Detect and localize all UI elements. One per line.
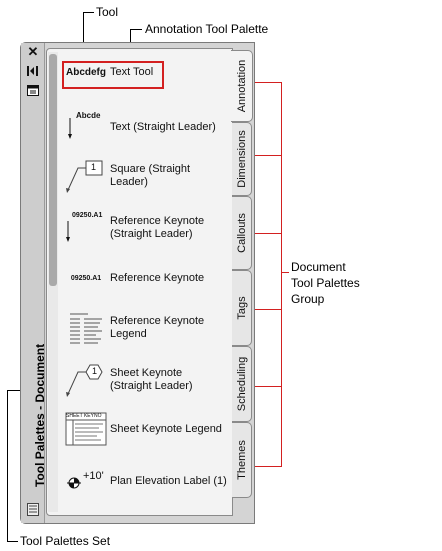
- tool-label: Sheet Keynote (Straight Leader): [110, 367, 193, 392]
- tool-label: Text Tool: [110, 66, 154, 78]
- selected-tool-highlight: [62, 61, 164, 89]
- leader-palette-v: [130, 29, 131, 42]
- close-icon[interactable]: ✕: [27, 44, 39, 59]
- tab-scheduling-label: Scheduling: [235, 356, 248, 412]
- tab-annotation[interactable]: Annotation: [231, 50, 253, 122]
- keynote-legend-icon: [64, 311, 108, 345]
- tool-label: Reference Keynote Legend: [110, 315, 205, 340]
- tool-text[interactable]: Abcdefg Text Tool: [64, 66, 153, 79]
- auto-hide-icon[interactable]: [25, 64, 41, 78]
- sheet-keynote-legend-icon: SHEET KEYNO: [64, 412, 108, 446]
- group-bracket-t2: [253, 233, 282, 234]
- tool-label: Sheet Keynote Legend: [110, 422, 222, 435]
- tab-themes[interactable]: Themes: [232, 422, 252, 498]
- callout-group: Document Tool Palettes Group: [291, 260, 360, 306]
- tab-tags[interactable]: Tags: [232, 270, 252, 346]
- callout-tool: Tool: [96, 5, 119, 19]
- leader-palette-h: [130, 29, 142, 30]
- group-bracket-t3: [253, 309, 282, 310]
- leader-set-v: [7, 390, 8, 541]
- group-bracket-bottom: [255, 466, 282, 467]
- elevation-label-sample: +10': [83, 470, 104, 482]
- tool-reference-keynote-legend[interactable]: Reference Keynote Legend: [64, 311, 204, 345]
- hexagon-leader-sample: 1: [92, 366, 98, 376]
- group-bracket-t4: [253, 386, 282, 387]
- palette-title: Tool Palettes - Document: [33, 343, 47, 487]
- callout-annotation-palette: Annotation Tool Palette: [145, 22, 269, 36]
- hexagon-leader-icon: 1: [64, 363, 108, 397]
- sheet-keynote-legend-sample: SHEET KEYNO: [66, 413, 102, 419]
- tool-reference-keynote-leader[interactable]: 09250.A1 Reference Keynote (Straight Lea…: [64, 211, 204, 245]
- tool-label: Square (Straight Leader): [110, 163, 191, 188]
- keynote-icon: 09250.A1: [70, 275, 102, 282]
- tab-callouts[interactable]: Callouts: [232, 196, 252, 270]
- leader-tool-h: [83, 12, 94, 13]
- tab-dimensions[interactable]: Dimensions: [232, 122, 252, 196]
- tool-label: Reference Keynote: [110, 272, 205, 284]
- tool-label: Text (Straight Leader): [110, 120, 216, 133]
- tool-reference-keynote[interactable]: 09250.A1 Reference Keynote: [64, 272, 204, 285]
- tool-label: Reference Keynote (Straight Leader): [110, 215, 205, 240]
- group-bracket-t1: [253, 155, 282, 156]
- group-bracket-top: [255, 82, 282, 83]
- tool-text-straight-leader[interactable]: Abcde Text (Straight Leader): [64, 110, 216, 140]
- tool-plan-elevation-label[interactable]: +10' Plan Elevation Label (1): [64, 469, 227, 493]
- square-leader-sample: 1: [91, 162, 97, 172]
- group-bracket-pointer: [281, 272, 289, 273]
- properties-icon[interactable]: [25, 83, 41, 97]
- palette-titlebar[interactable]: [21, 43, 45, 523]
- leader-tool-v: [83, 12, 84, 61]
- tab-annotation-label: Annotation: [235, 59, 248, 113]
- keynote-leader-icon: 09250.A1: [64, 211, 108, 245]
- tab-themes-label: Themes: [235, 440, 248, 480]
- callout-set: Tool Palettes Set: [20, 534, 111, 548]
- scrollbar-thumb[interactable]: [49, 54, 57, 286]
- text-leader-icon: Abcde: [64, 110, 108, 140]
- leader-set-h2: [7, 541, 18, 542]
- text-sample-icon: Abcdefg: [66, 67, 106, 78]
- tool-square-straight-leader[interactable]: 1 Square (Straight Leader): [64, 159, 190, 193]
- tab-callouts-label: Callouts: [235, 213, 248, 253]
- keynote-leader-sample: 09250.A1: [72, 212, 103, 219]
- palette-menu-icon[interactable]: [25, 502, 41, 516]
- tab-tags-label: Tags: [235, 296, 248, 320]
- tool-label: Plan Elevation Label (1): [110, 474, 227, 487]
- group-bracket-vertical: [281, 82, 282, 467]
- square-leader-icon: 1: [64, 159, 108, 193]
- tool-sheet-keynote-legend[interactable]: SHEET KEYNO Sheet Keynote Legend: [64, 412, 222, 446]
- leader-set-h1: [7, 390, 21, 391]
- tab-scheduling[interactable]: Scheduling: [232, 346, 252, 422]
- tab-dimensions-label: Dimensions: [235, 130, 248, 188]
- elevation-label-icon: +10': [64, 469, 108, 493]
- text-leader-sample: Abcde: [76, 111, 101, 120]
- tool-sheet-keynote-leader[interactable]: 1 Sheet Keynote (Straight Leader): [64, 363, 193, 397]
